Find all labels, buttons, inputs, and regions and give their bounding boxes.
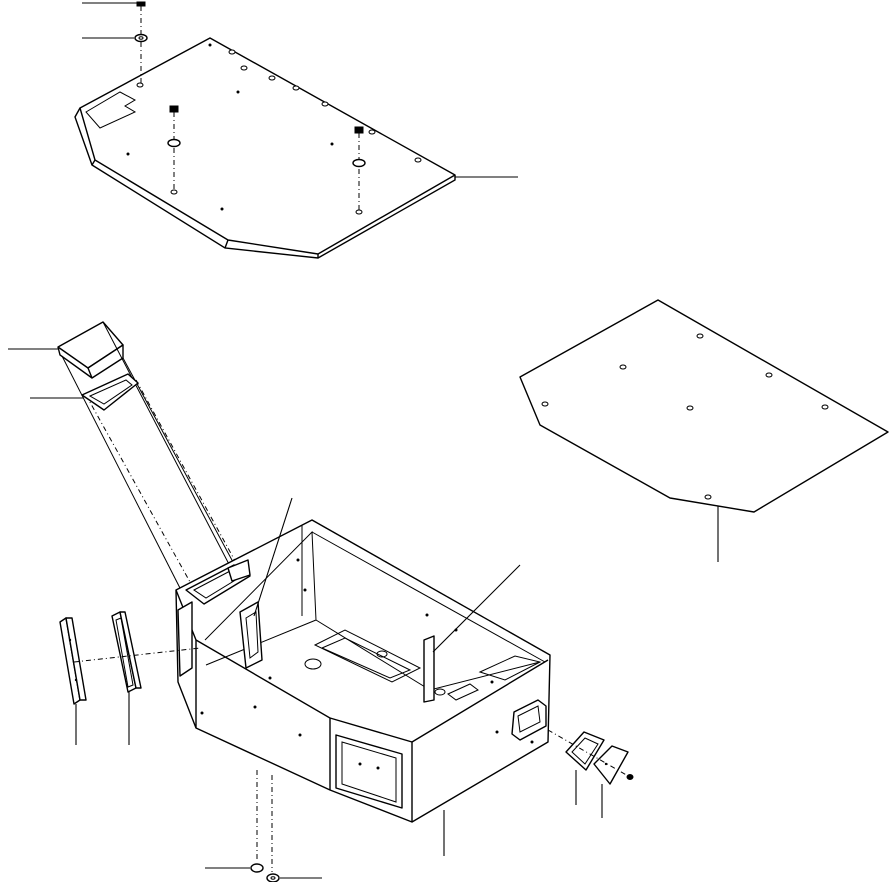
- top-cover-holes: [126, 43, 422, 211]
- duct-gasket: [81, 373, 139, 411]
- console-box: [175, 519, 551, 823]
- right-screw: [547, 729, 634, 780]
- left-filter-axis: [73, 647, 201, 663]
- air-duct: [57, 321, 241, 601]
- right-cover-plate: [593, 745, 629, 818]
- top-leaders: [82, 2, 518, 178]
- box-leaders: [253, 497, 521, 856]
- duct-leaders: [8, 348, 84, 399]
- left-filter-pad: [59, 617, 87, 745]
- top-bolt-center: [167, 105, 181, 195]
- top-cover-plate: [74, 37, 456, 259]
- right-gasket: [565, 731, 605, 805]
- top-bolt-right: [352, 126, 366, 215]
- top-bolt-left: [134, 1, 148, 84]
- bottom-fasteners: [205, 770, 322, 882]
- floor-mat: [519, 299, 889, 562]
- left-filter-gasket: [111, 611, 142, 745]
